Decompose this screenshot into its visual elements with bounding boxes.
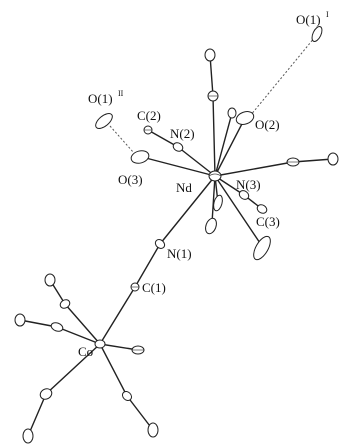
label-c1: C(1) bbox=[142, 280, 166, 295]
atom-co-d bbox=[121, 390, 133, 402]
bond-nd-o3 bbox=[141, 156, 216, 177]
atom-o2 bbox=[235, 111, 255, 125]
label-o2: O(2) bbox=[255, 117, 280, 132]
atom-c3 bbox=[256, 204, 268, 214]
bond-co-d bbox=[99, 343, 128, 397]
bond-co-a bbox=[64, 303, 101, 345]
atom-top-end bbox=[204, 48, 216, 62]
atom-co-a-end bbox=[44, 273, 56, 287]
label-o1-ii-superscript: II bbox=[118, 89, 124, 98]
atom-co bbox=[94, 339, 106, 349]
bond-nd-n2 bbox=[177, 146, 216, 177]
bond-c1-co bbox=[99, 286, 136, 345]
atoms bbox=[14, 26, 339, 444]
atom-n3 bbox=[238, 190, 250, 200]
bond-co-e2 bbox=[27, 393, 47, 437]
atom-co-e bbox=[39, 388, 53, 400]
bond-co-e bbox=[45, 343, 101, 395]
bond-co-d2 bbox=[126, 395, 154, 431]
bond-top-up bbox=[209, 54, 214, 97]
bond-co-b bbox=[56, 326, 101, 345]
bond-n2-c2 bbox=[147, 129, 179, 148]
atom-labels: O(1) I O(1) II C(2) N(2) O(2) O(3) Nd N(… bbox=[78, 10, 329, 359]
label-o1-i: O(1) bbox=[296, 12, 321, 27]
atom-co-b-end bbox=[14, 313, 26, 327]
atom-o3 bbox=[130, 150, 150, 164]
bond-nd-lower-right bbox=[214, 175, 263, 247]
hbond-o2-o1i bbox=[249, 36, 316, 117]
atom-co-b bbox=[50, 322, 64, 332]
atom-o2-neighbor bbox=[227, 107, 237, 119]
bond-nd-o2b bbox=[214, 112, 233, 177]
atom-o1-i bbox=[311, 26, 323, 42]
label-c2: C(2) bbox=[137, 108, 161, 123]
hbond-o1ii-o3 bbox=[109, 125, 135, 154]
atom-co-d-end bbox=[147, 422, 159, 438]
bond-n1-c1 bbox=[134, 243, 161, 288]
atom-nd-shade bbox=[208, 173, 222, 177]
label-nd: Nd bbox=[176, 180, 192, 195]
bond-nd-top bbox=[212, 95, 216, 177]
atom-co-a bbox=[59, 299, 71, 309]
atom-n1 bbox=[154, 239, 166, 249]
atom-o1-ii bbox=[95, 113, 113, 129]
bond-nd-n1 bbox=[159, 175, 216, 245]
atom-nd bbox=[208, 170, 222, 182]
atom-n3-end bbox=[327, 152, 339, 166]
label-c3: C(3) bbox=[256, 214, 280, 229]
bond-nd-o2 bbox=[214, 117, 246, 177]
label-n3: N(3) bbox=[236, 177, 261, 192]
label-n2: N(2) bbox=[170, 126, 195, 141]
label-o1-ii: O(1) bbox=[88, 91, 113, 106]
bond-n3-end bbox=[292, 158, 334, 163]
label-co: Co bbox=[78, 344, 93, 359]
bond-nd-n3 bbox=[214, 161, 294, 177]
label-o3: O(3) bbox=[118, 172, 143, 187]
hydrogen-bonds bbox=[109, 36, 316, 154]
atom-lower-right bbox=[253, 235, 271, 261]
atom-n2 bbox=[172, 142, 184, 152]
atom-lower-b bbox=[205, 217, 217, 235]
label-n1: N(1) bbox=[167, 246, 192, 261]
atom-co-e-end bbox=[22, 428, 34, 444]
label-o1-i-superscript: I bbox=[326, 10, 329, 19]
atom-lower-a bbox=[213, 194, 223, 212]
bond-nd-lower2 bbox=[211, 175, 216, 224]
